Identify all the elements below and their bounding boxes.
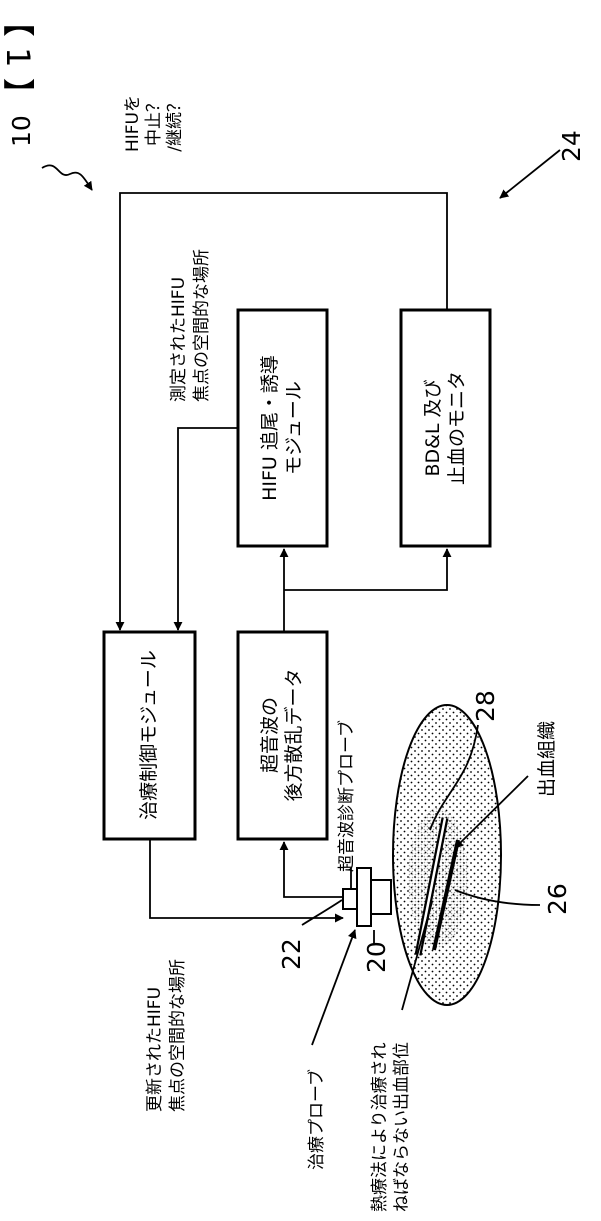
svg-text:/継続？: /継続？ (165, 95, 185, 152)
ref-28-text: 28 (471, 690, 500, 722)
svg-text:HIFUを: HIFUを (123, 95, 143, 152)
svg-text:止血のモニタ: 止血のモニタ (446, 371, 468, 485)
svg-text:超音波の: 超音波の (259, 697, 281, 773)
bleeding-site-annotation: 熱療法により治療され ねばならない出血部位 (370, 1042, 412, 1212)
measured-location-annotation: 測定されたHIFU 焦点の空間的な場所 (169, 249, 212, 402)
ref-24: 24 (500, 130, 586, 198)
svg-text:熱療法により治療され: 熱療法により治療され (370, 1042, 390, 1212)
bleeding-tissue-label: 出血組織 (536, 721, 558, 797)
ref-22-leader (302, 900, 342, 925)
figure-label: 【 1 】 (0, 5, 37, 110)
ref-22-text: 22 (277, 938, 306, 970)
ref-24-arrow (500, 150, 560, 198)
probe-to-backscatter-arrow (284, 842, 343, 897)
therapy-probe-label: 治療プローブ (306, 1069, 327, 1170)
svg-text:焦点の空間的な場所: 焦点の空間的な場所 (192, 249, 212, 402)
svg-text:ねばならない出血部位: ねばならない出血部位 (392, 1042, 412, 1212)
imaging-probe-label: 超音波診断プローブ (336, 720, 357, 872)
svg-text:BD&L 及び: BD&L 及び (422, 379, 444, 476)
therapy-probe-arrow (312, 930, 355, 1045)
probe-coupler (371, 880, 391, 914)
svg-text:後方散乱データ: 後方散乱データ (283, 668, 305, 801)
ref-26-text: 26 (543, 883, 572, 915)
stop-continue-annotation: HIFUを 中止？ /継続？ (123, 95, 185, 152)
svg-text:更新されたHIFU: 更新されたHIFU (145, 987, 165, 1112)
svg-text:中止？: 中止？ (144, 95, 164, 146)
backscatter-to-monitor-arrow (284, 549, 447, 590)
updated-location-annotation: 更新されたHIFU 焦点の空間的な場所 (145, 959, 188, 1112)
therapy-transducer (357, 868, 371, 926)
tissue-region (393, 705, 501, 1005)
svg-text:測定されたHIFU: 測定されたHIFU (169, 277, 189, 402)
therapy-control-label: 治療制御モジュール (138, 650, 160, 820)
imaging-probe-head (343, 889, 357, 909)
svg-text:モジュール: モジュール (283, 381, 305, 475)
measured-location-arrow (178, 428, 238, 630)
svg-text:焦点の空間的な場所: 焦点の空間的な場所 (168, 959, 188, 1112)
svg-text:HIFU 追尾・誘導: HIFU 追尾・誘導 (259, 355, 281, 501)
ref-24-text: 24 (557, 130, 586, 162)
ref-10-text: 10 (7, 115, 36, 147)
ref-10-arrow (42, 165, 92, 190)
ref-20-text: 20 (362, 941, 391, 973)
ref-10: 10 (7, 115, 92, 190)
updated-location-arrow (150, 839, 343, 918)
